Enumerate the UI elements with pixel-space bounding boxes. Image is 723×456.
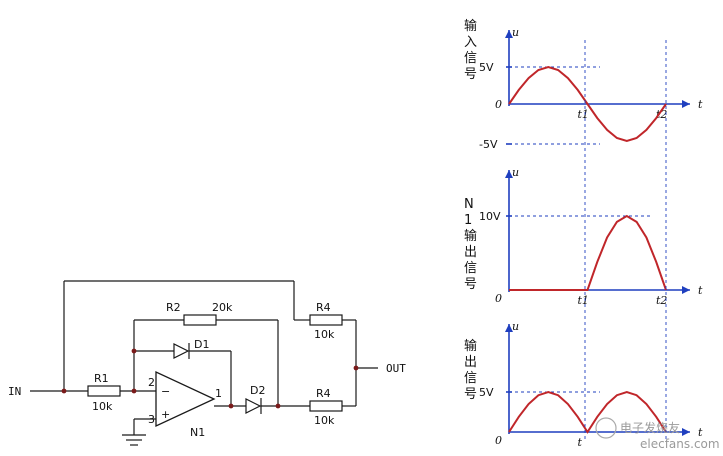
input-label: IN: [8, 385, 21, 398]
plot-3-y-tick-label: 5V: [479, 386, 494, 399]
opamp-minus: −: [161, 385, 170, 398]
plot-2-y-arrow-icon: [505, 170, 513, 178]
r4a-resistor: [309, 314, 343, 326]
output-label: OUT: [386, 362, 406, 375]
plot-1-ylabel-char: 信: [464, 51, 477, 66]
plot-2-t-letter: t: [698, 284, 703, 297]
plot-1-x-arrow-icon: [682, 100, 690, 108]
d2-diode: [245, 398, 262, 414]
plot-2-ylabel-char: N: [464, 197, 474, 212]
waveform-plot-1: 输入信号 u t 0 5V -5V t1 t2: [464, 18, 703, 151]
plot-2-u-letter: u: [512, 166, 519, 179]
plot-1-y-tick-label: 5V: [479, 61, 494, 74]
r2-resistor: [183, 314, 217, 326]
opamp-name: N1: [190, 426, 205, 439]
plot-2-origin: 0: [495, 292, 502, 305]
r4b-name: R4: [316, 387, 331, 400]
junction-opout: [228, 403, 234, 409]
r4b-value: 10k: [314, 414, 335, 427]
plot-3-origin: 0: [495, 434, 502, 447]
plot-3-series-line: [508, 390, 667, 434]
plot-3-x-tick-label: t: [578, 436, 583, 449]
r1-resistor: [87, 385, 121, 397]
r2-value: 20k: [212, 301, 233, 314]
plot-3-ylabel-char: 号: [464, 387, 477, 402]
plot-1-x-tick-label: t2: [656, 108, 667, 121]
plot-3-ylabel-char: 信: [464, 371, 477, 386]
plot-3-ylabel-char: 输: [464, 338, 477, 354]
r4b-resistor: [309, 400, 343, 412]
plot-2-ylabel-char: 号: [464, 277, 477, 292]
plot-2-x-arrow-icon: [682, 286, 690, 294]
plot-1-t-letter: t: [698, 98, 703, 111]
plot-1-ylabel-char: 号: [464, 67, 477, 82]
d1-diode: [173, 343, 190, 359]
plot-1-y-tick-label: -5V: [479, 138, 498, 151]
plot-1-x-tick-label: t1: [578, 108, 589, 121]
watermark-text: 电子发烧友: [620, 420, 680, 435]
d2-name: D2: [250, 384, 265, 397]
junction-d2: [275, 403, 281, 409]
pin-minus: 2: [148, 376, 155, 389]
plot-1-origin: 0: [495, 98, 502, 111]
plot-1-y-arrow-icon: [505, 30, 513, 38]
plot-2-x-tick-label: t2: [656, 294, 667, 307]
plot-2-series-line: [509, 214, 667, 291]
r1-name: R1: [94, 372, 109, 385]
watermark: 电子发烧友 elecfans.com: [595, 417, 720, 451]
r1-value: 10k: [92, 400, 113, 413]
opamp-plus: +: [161, 408, 170, 421]
plot-2-ylabel-char: 输: [464, 228, 477, 244]
r2-name: R2: [166, 301, 181, 314]
plot-3-ylabel-char: 出: [464, 355, 477, 370]
opamp-n1: [155, 370, 216, 428]
plot-2-ylabel-char: 出: [464, 245, 477, 260]
r4a-name: R4: [316, 301, 331, 314]
waveform-plot-3: 输出信号 u t 0 5V t: [464, 320, 703, 449]
watermark-logo-icon: [595, 417, 617, 439]
r4a-value: 10k: [314, 328, 335, 341]
junction-in: [61, 388, 67, 394]
junction-minus: [131, 388, 137, 394]
plot-3-t-letter: t: [698, 426, 703, 439]
plot-2-x-tick-label: t1: [578, 294, 589, 307]
plot-1-ylabel: 输入信号: [464, 18, 477, 82]
d1-name: D1: [194, 338, 209, 351]
plot-3-y-arrow-icon: [505, 324, 513, 332]
plot-1-series-line: [508, 65, 667, 143]
watermark-site: elecfans.com: [640, 437, 720, 451]
plot-2-ylabel-char: 信: [464, 261, 477, 276]
plot-3-ylabel: 输出信号: [464, 338, 477, 402]
plot-3-x-arrow-icon: [682, 428, 690, 436]
junction-d1: [131, 348, 137, 354]
plot-2-ylabel-char: 1: [464, 213, 472, 228]
junction-out: [353, 365, 359, 371]
plot-1-ylabel-char: 输: [464, 18, 477, 34]
plot-1-u-letter: u: [512, 26, 519, 39]
rectifier-circuit: IN R1 10k R4 10k OUT R2 20k: [8, 280, 406, 446]
plot-1-ylabel-char: 入: [464, 35, 477, 50]
plot-2-y-tick-label: 10V: [479, 210, 501, 223]
pin-out: 1: [215, 387, 222, 400]
plot-3-u-letter: u: [512, 320, 519, 333]
